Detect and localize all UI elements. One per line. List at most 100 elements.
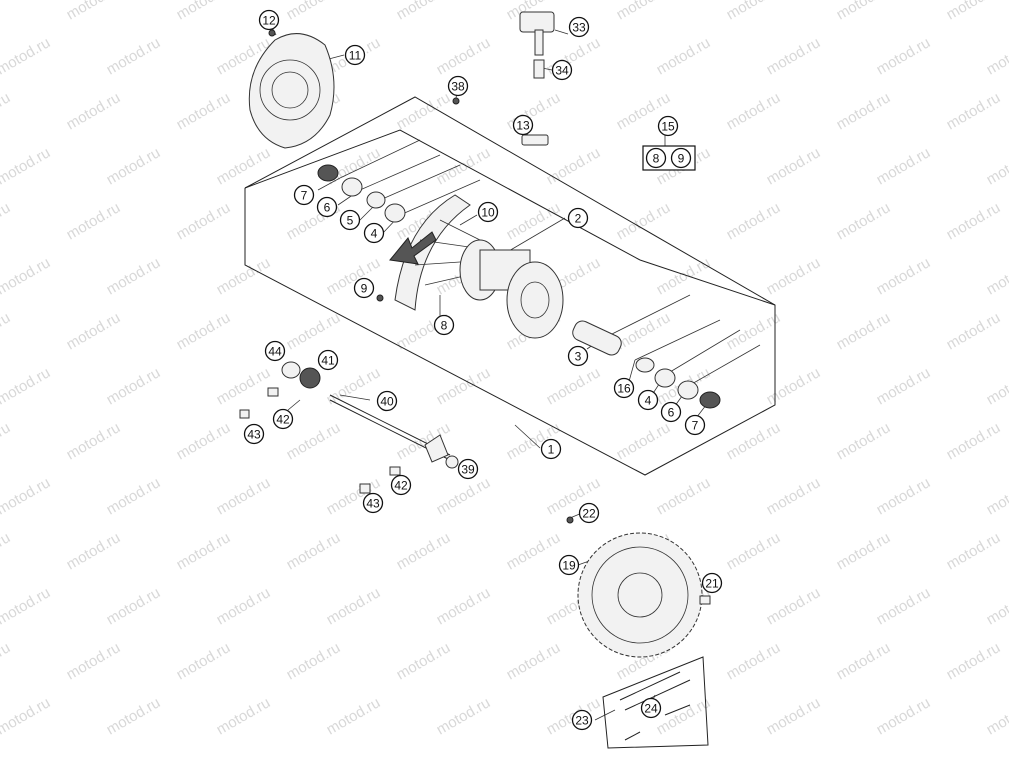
callout-15: 15: [657, 115, 679, 137]
callout-21: 21: [701, 572, 723, 594]
watermark-text: motod.ru: [0, 34, 53, 78]
watermark-text: motod.ru: [544, 364, 604, 408]
callout-label: 23: [575, 714, 589, 728]
watermark-text: motod.ru: [944, 199, 1004, 243]
watermark-text: motod.ru: [104, 584, 164, 628]
callout-10: 10: [477, 201, 499, 223]
callout-label: 7: [301, 189, 308, 203]
watermark-text: motod.ru: [724, 529, 784, 573]
callout-9: 9: [353, 277, 375, 299]
callout-3: 3: [567, 345, 589, 367]
watermark-text: motod.ru: [0, 694, 53, 738]
watermark-text: motod.ru: [874, 584, 934, 628]
watermark-text: motod.ru: [104, 694, 164, 738]
callout-8: 8: [433, 314, 455, 336]
watermark-text: motod.ru: [834, 529, 894, 573]
watermark-text: motod.ru: [944, 89, 1004, 133]
callout-label: 38: [451, 80, 465, 94]
watermark-text: motod.ru: [504, 89, 564, 133]
callout-22: 22: [578, 502, 600, 524]
callout-label: 42: [394, 479, 408, 493]
watermark-text: motod.ru: [614, 0, 674, 23]
watermark-text: motod.ru: [874, 144, 934, 188]
callout-5: 5: [339, 209, 361, 231]
watermark-text: motod.ru: [434, 694, 494, 738]
callout-2: 2: [567, 207, 589, 229]
callout-42: 42: [390, 474, 412, 496]
watermark-text: motod.ru: [944, 0, 1004, 23]
callout-4: 4: [363, 222, 385, 244]
watermark-text: motod.ru: [214, 474, 274, 518]
watermark-text: motod.ru: [104, 144, 164, 188]
watermark-text: motod.ru: [174, 199, 234, 243]
watermark-text: motod.ru: [0, 529, 13, 573]
watermark-text: motod.ru: [834, 419, 894, 463]
watermark-text: motod.ru: [984, 144, 1009, 188]
callout-label: 19: [562, 559, 576, 573]
callout-13: 13: [512, 114, 534, 136]
callout-label: 44: [268, 345, 282, 359]
callout-42: 42: [272, 408, 294, 430]
callout-label: 16: [617, 382, 631, 396]
callout-6: 6: [660, 401, 682, 423]
watermark-text: motod.ru: [174, 89, 234, 133]
callout-24: 24: [640, 697, 662, 719]
callout-8: 8: [645, 147, 667, 169]
callout-label: 33: [572, 21, 586, 35]
callout-label: 10: [481, 206, 495, 220]
watermark-text: motod.ru: [104, 364, 164, 408]
watermark-text: motod.ru: [284, 309, 344, 353]
watermark-text: motod.ru: [214, 254, 274, 298]
watermark-text: motod.ru: [834, 89, 894, 133]
callout-label: 8: [653, 152, 660, 166]
callout-label: 5: [347, 214, 354, 228]
callout-39: 39: [457, 458, 479, 480]
watermark-text: motod.ru: [0, 144, 53, 188]
watermark-text: motod.ru: [764, 474, 824, 518]
chain-box: [602, 656, 709, 749]
callout-44: 44: [264, 340, 286, 362]
watermark-text: motod.ru: [874, 364, 934, 408]
callout-label: 1: [548, 443, 555, 457]
watermark-text: motod.ru: [654, 34, 714, 78]
watermark-text: motod.ru: [104, 34, 164, 78]
callout-34: 34: [551, 59, 573, 81]
callout-41: 41: [317, 349, 339, 371]
watermark-text: motod.ru: [654, 254, 714, 298]
watermark-text: motod.ru: [764, 694, 824, 738]
disc-screw: [268, 29, 276, 37]
watermark-text: motod.ru: [984, 364, 1009, 408]
callout-23: 23: [571, 709, 593, 731]
watermark-text: motod.ru: [394, 0, 454, 23]
watermark-text: motod.ru: [214, 144, 274, 188]
watermark-text: motod.ru: [284, 419, 344, 463]
callout-label: 2: [575, 212, 582, 226]
watermark-text: motod.ru: [64, 0, 124, 23]
watermark-text: motod.ru: [324, 694, 384, 738]
watermark-text: motod.ru: [874, 34, 934, 78]
callout-4: 4: [637, 389, 659, 411]
watermark-text: motod.ru: [504, 529, 564, 573]
watermark-text: motod.ru: [764, 34, 824, 78]
watermark-text: motod.ru: [944, 639, 1004, 683]
watermark-text: motod.ru: [0, 89, 13, 133]
callout-6: 6: [316, 196, 338, 218]
watermark-text: motod.ru: [284, 639, 344, 683]
watermark-text: motod.ru: [764, 364, 824, 408]
watermark-text: motod.ru: [944, 309, 1004, 353]
callout-11: 11: [344, 44, 366, 66]
watermark-text: motod.ru: [434, 364, 494, 408]
wheel-hub: [459, 239, 564, 339]
callout-43: 43: [362, 492, 384, 514]
watermark-text: motod.ru: [724, 309, 784, 353]
watermark-text: motod.ru: [614, 419, 674, 463]
watermark-text: motod.ru: [724, 639, 784, 683]
watermark-text: motod.ru: [214, 364, 274, 408]
watermark-text: motod.ru: [614, 309, 674, 353]
callout-19: 19: [558, 554, 580, 576]
watermark-text: motod.ru: [724, 419, 784, 463]
callout-label: 22: [582, 507, 596, 521]
watermark-text: motod.ru: [654, 694, 714, 738]
callout-label: 3: [575, 350, 582, 364]
